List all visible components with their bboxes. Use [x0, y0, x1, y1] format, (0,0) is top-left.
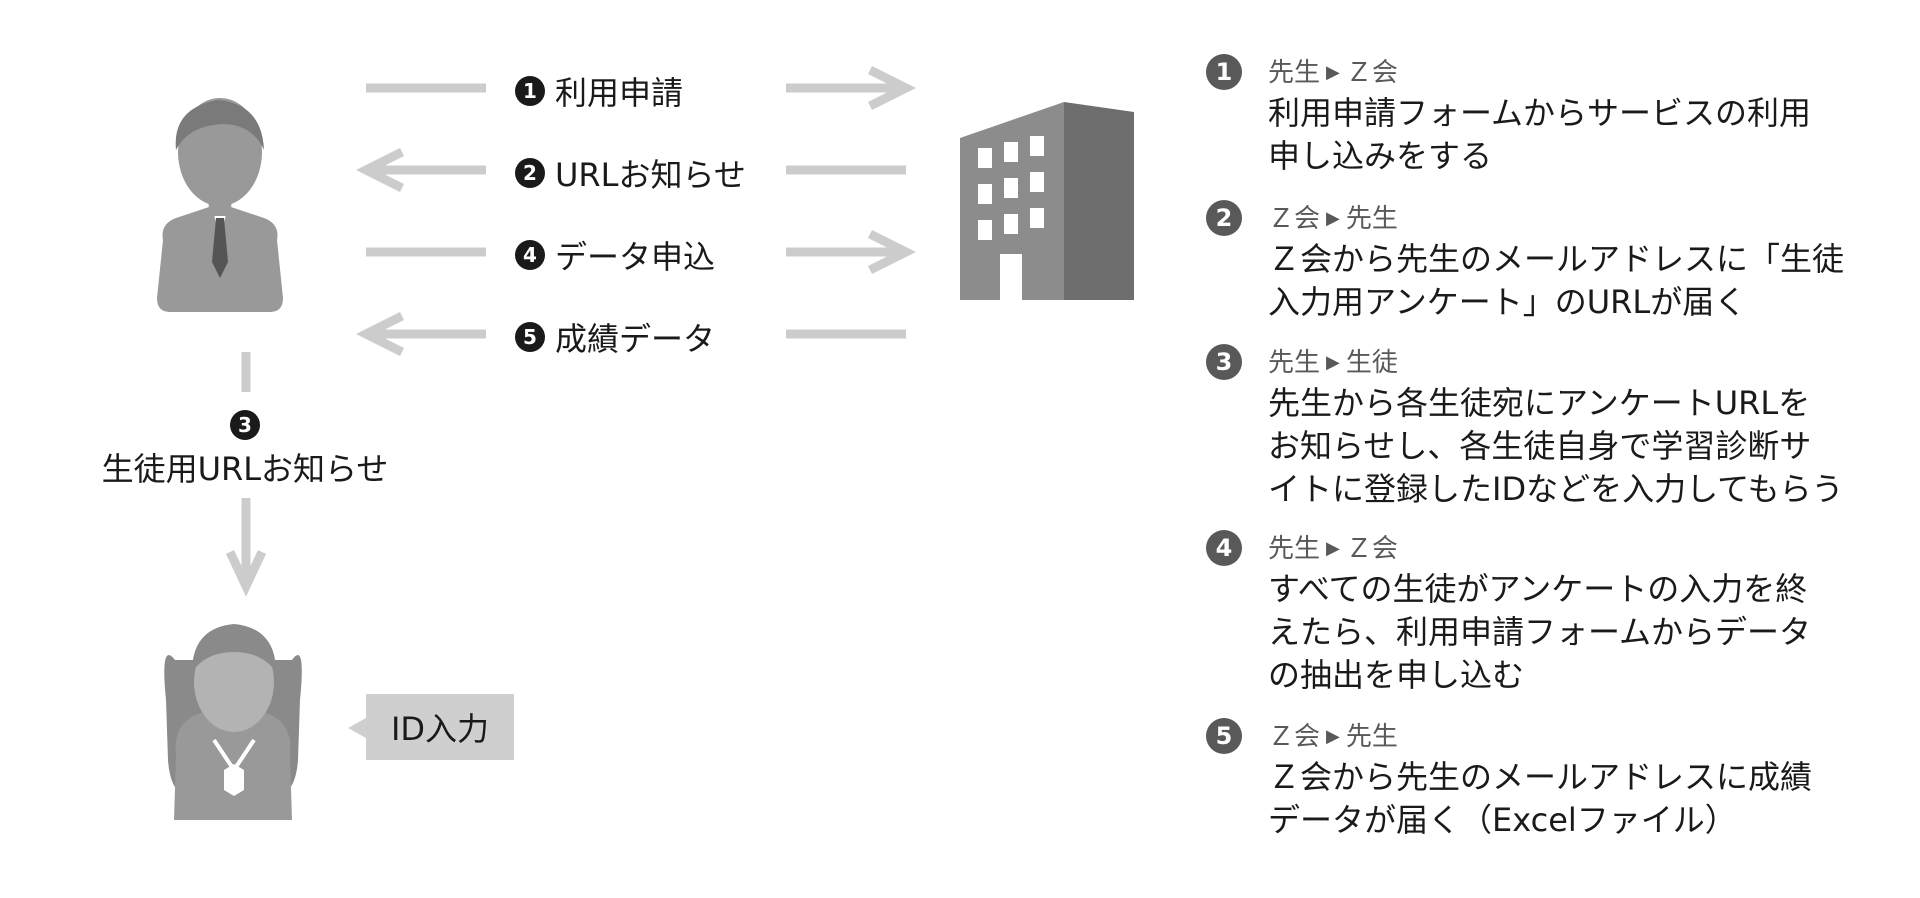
- flow-label-score-data: 5 成績データ: [515, 314, 715, 360]
- step-to: Ｚ会: [1345, 58, 1398, 88]
- step-line: 利用申請フォームからサービスの利用: [1268, 94, 1812, 132]
- id-input-label: ID入力: [390, 710, 490, 748]
- step-item-3: 3 先生▶生徒 先生から各生徒宛にアンケートURLを お知らせし、各生徒自身で学…: [1206, 344, 1906, 530]
- step-description: 利用申請フォームからサービスの利用 申し込みをする: [1268, 92, 1906, 178]
- step-route: Ｚ会▶先生: [1268, 200, 1906, 238]
- step-item-1: 1 先生▶Ｚ会 利用申請フォームからサービスの利用 申し込みをする: [1206, 54, 1906, 200]
- step-item-5: 5 Ｚ会▶先生 Ｚ会から先生のメールアドレスに成績 データが届く（Excelファ…: [1206, 718, 1906, 848]
- flow-label-url-notice: 2 URLお知らせ: [515, 150, 746, 196]
- step-route: 先生▶生徒: [1268, 344, 1906, 382]
- flow-arrow-1-head: [867, 65, 917, 111]
- flow-arrow-5-head: [355, 311, 405, 357]
- step-to: 生徒: [1345, 348, 1398, 378]
- step-from: Ｚ会: [1268, 722, 1321, 752]
- flow-label-data-request: 4 データ申込: [515, 232, 715, 278]
- step-from: 先生: [1268, 58, 1321, 88]
- flow-arrows: [355, 65, 917, 357]
- step-line: イトに登録したIDなどを入力してもらう: [1268, 470, 1844, 508]
- step-description: 先生から各生徒宛にアンケートURLを お知らせし、各生徒自身で学習診断サ イトに…: [1268, 382, 1906, 511]
- teacher-to-student-link: [225, 352, 267, 597]
- step-line: すべての生徒がアンケートの入力を終: [1268, 570, 1808, 608]
- triangle-right-icon: ▶: [1326, 538, 1340, 559]
- step-from: 先生: [1268, 348, 1321, 378]
- building-icon: [960, 102, 1134, 300]
- triangle-right-icon: ▶: [1326, 352, 1340, 373]
- step-number-badge: 4: [1206, 530, 1242, 566]
- step-line: 入力用アンケート」のURLが届く: [1268, 283, 1747, 321]
- step-line: 先生から各生徒宛にアンケートURLを: [1268, 384, 1811, 422]
- step-badge: 2: [515, 158, 545, 188]
- step-from: Ｚ会: [1268, 204, 1321, 234]
- step-line: えたら、利用申請フォームからデータ: [1268, 613, 1812, 651]
- step-item-2: 2 Ｚ会▶先生 Ｚ会から先生のメールアドレスに「生徒 入力用アンケート」のURL…: [1206, 200, 1906, 344]
- step-number-badge: 5: [1206, 718, 1242, 754]
- student-url-notice-label: 3 生徒用URLお知らせ: [60, 410, 430, 490]
- step-number-badge: 1: [1206, 54, 1242, 90]
- step-route: Ｚ会▶先生: [1268, 718, 1906, 756]
- flow-label-text: URLお知らせ: [555, 156, 746, 194]
- step-line: 申し込みをする: [1268, 137, 1493, 175]
- step-badge: 4: [515, 240, 545, 270]
- step-badge: 1: [515, 76, 545, 106]
- student-url-notice-text: 生徒用URLお知らせ: [101, 450, 389, 488]
- step-description: Ｚ会から先生のメールアドレスに成績 データが届く（Excelファイル）: [1268, 756, 1906, 842]
- step-number-badge: 2: [1206, 200, 1242, 236]
- step-list: 1 先生▶Ｚ会 利用申請フォームからサービスの利用 申し込みをする 2 Ｚ会▶先…: [1206, 54, 1906, 848]
- step-line: お知らせし、各生徒自身で学習診断サ: [1268, 427, 1812, 465]
- flow-label-text: 利用申請: [555, 74, 684, 112]
- flow-label-request: 1 利用申請: [515, 68, 683, 114]
- step-line: Ｚ会から先生のメールアドレスに「生徒: [1268, 240, 1845, 278]
- step-to: 先生: [1345, 204, 1398, 234]
- step-line: データが届く（Excelファイル）: [1268, 801, 1737, 839]
- step-to: Ｚ会: [1345, 534, 1398, 564]
- id-box-pointer: [348, 718, 366, 738]
- step-item-4: 4 先生▶Ｚ会 すべての生徒がアンケートの入力を終 えたら、利用申請フォームから…: [1206, 530, 1906, 718]
- flow-label-text: データ申込: [555, 238, 716, 276]
- step-to: 先生: [1345, 722, 1398, 752]
- step-badge: 3: [230, 410, 260, 440]
- triangle-right-icon: ▶: [1326, 726, 1340, 747]
- step-route: 先生▶Ｚ会: [1268, 530, 1906, 568]
- step-description: すべての生徒がアンケートの入力を終 えたら、利用申請フォームからデータ の抽出を…: [1268, 568, 1906, 697]
- step-route: 先生▶Ｚ会: [1268, 54, 1906, 92]
- flow-arrow-2-head: [355, 147, 405, 193]
- step-line: Ｚ会から先生のメールアドレスに成績: [1268, 758, 1813, 796]
- triangle-right-icon: ▶: [1326, 208, 1340, 229]
- flow-arrow-4-head: [867, 229, 917, 275]
- step-from: 先生: [1268, 534, 1321, 564]
- id-input-callout: ID入力: [366, 694, 514, 760]
- teacher-icon: [157, 98, 283, 312]
- step-number-badge: 3: [1206, 344, 1242, 380]
- flow-label-text: 成績データ: [555, 320, 716, 358]
- step-badge: 5: [515, 322, 545, 352]
- triangle-right-icon: ▶: [1326, 62, 1340, 83]
- step-line: の抽出を申し込む: [1268, 656, 1525, 694]
- student-icon: [164, 624, 302, 820]
- step-description: Ｚ会から先生のメールアドレスに「生徒 入力用アンケート」のURLが届く: [1268, 238, 1906, 324]
